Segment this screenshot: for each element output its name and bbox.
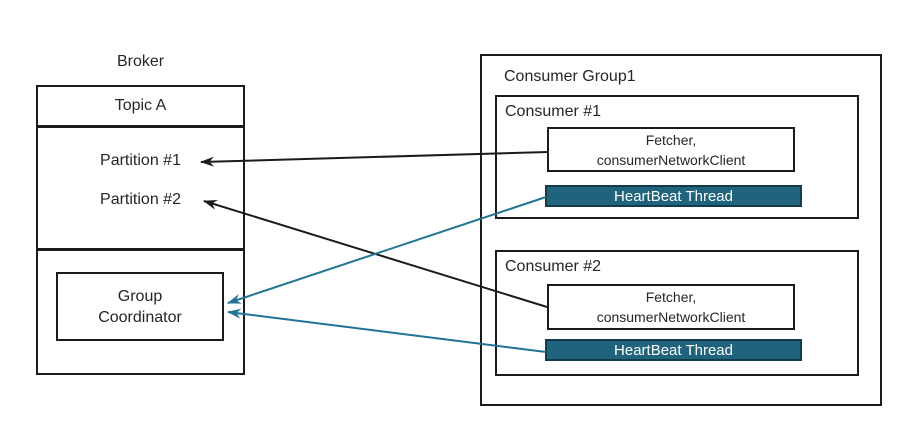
broker-box: Topic A Partition #1 Partition #2 Group …: [36, 85, 245, 375]
consumer-2-fetcher-line2: consumerNetworkClient: [596, 309, 746, 325]
consumer-2-box: Consumer #2 Fetcher, consumerNetworkClie…: [495, 250, 859, 376]
consumer-group-title: Consumer Group1: [504, 68, 636, 85]
consumer-2-title: Consumer #2: [505, 258, 602, 275]
group-coordinator-box: Group Coordinator: [56, 272, 224, 341]
consumer-1-fetcher-box: Fetcher, consumerNetworkClient: [547, 127, 795, 172]
topic-a-header: Topic A: [38, 87, 243, 128]
consumer-1-fetcher-line2: consumerNetworkClient: [596, 151, 746, 168]
consumer-2-fetcher-box: Fetcher, consumerNetworkClient: [547, 284, 795, 330]
consumer-group-box: Consumer Group1 Consumer #1 Fetcher, con…: [480, 54, 882, 406]
consumer-1-box: Consumer #1 Fetcher, consumerNetworkClie…: [495, 95, 859, 219]
consumer-1-heartbeat-box: HeartBeat Thread: [545, 185, 802, 207]
partition-2-label: Partition #2: [100, 191, 181, 208]
consumer-2-fetcher-line1: Fetcher,: [645, 289, 697, 305]
broker-label: Broker: [116, 53, 165, 70]
partition-1-label: Partition #1: [100, 152, 181, 169]
consumer-2-heartbeat-box: HeartBeat Thread: [545, 339, 802, 361]
broker-section-divider: [38, 248, 243, 251]
consumer-1-title: Consumer #1: [505, 103, 602, 120]
group-coordinator-label: Group Coordinator: [98, 287, 182, 326]
consumer-1-fetcher-line1: Fetcher,: [645, 131, 697, 148]
